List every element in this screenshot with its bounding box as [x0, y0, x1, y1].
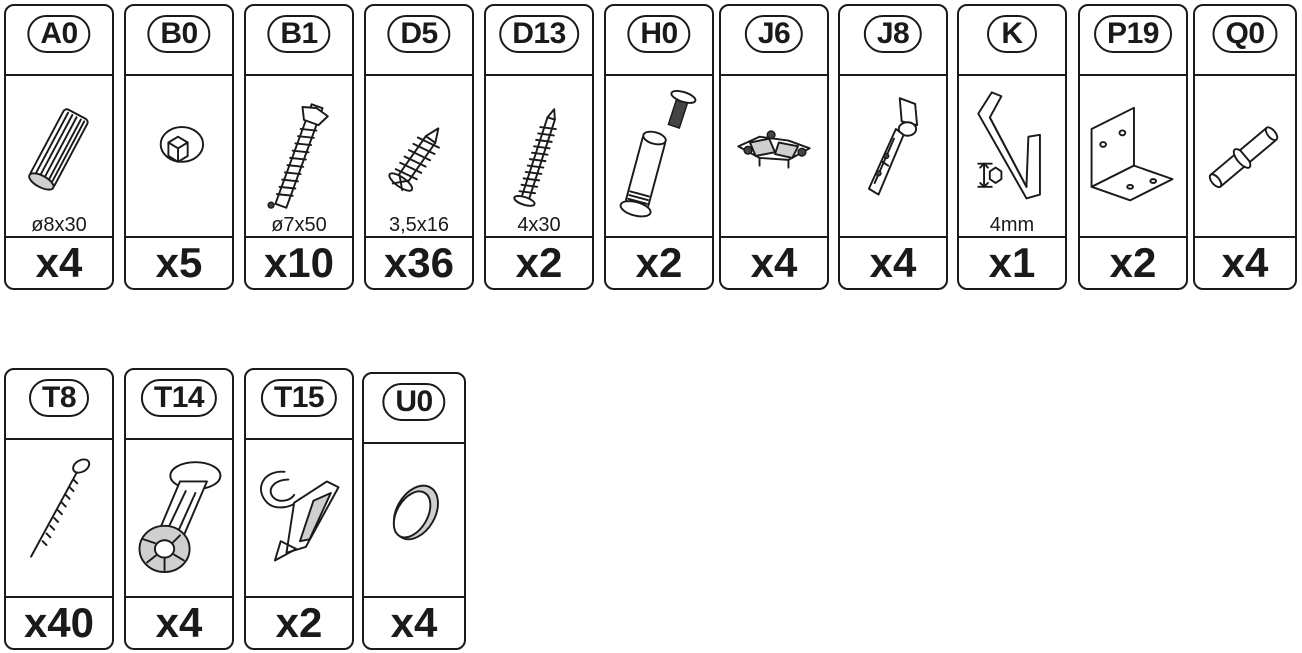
part-dimension: ø7x50 — [246, 214, 352, 236]
part-quantity: x5 — [126, 240, 232, 286]
barrel-nut-bolt-icon — [606, 76, 712, 236]
part-header: B0 — [126, 6, 232, 76]
part-header: J8 — [840, 6, 946, 76]
part-card-j6: J6 x4 — [719, 4, 829, 290]
long-screw-icon — [486, 76, 592, 236]
part-quantity: x10 — [246, 240, 352, 286]
part-code: K — [987, 15, 1037, 53]
part-header: H0 — [606, 6, 712, 76]
part-dimension: 4mm — [959, 214, 1065, 236]
part-footer: x1 — [959, 236, 1065, 288]
part-footer: x4 — [126, 596, 232, 648]
part-card-d5: D5 3,5x16 x36 — [364, 4, 474, 290]
part-dimension: ø8x30 — [6, 214, 112, 236]
part-card-b0: B0 x5 — [124, 4, 234, 290]
part-header: T15 — [246, 370, 352, 440]
part-card-t14: T14 x4 — [124, 368, 234, 650]
part-code: P19 — [1094, 15, 1172, 53]
part-quantity: x40 — [6, 600, 112, 646]
plinth-clip-icon — [246, 440, 352, 600]
part-footer: x2 — [246, 596, 352, 648]
part-footer: x2 — [1080, 236, 1186, 288]
part-card-u0: U0 x4 — [362, 372, 466, 650]
part-quantity: x4 — [721, 240, 827, 286]
part-card-q0: Q0 x4 — [1193, 4, 1297, 290]
part-quantity: x4 — [840, 240, 946, 286]
part-code: Q0 — [1212, 15, 1277, 53]
part-header: J6 — [721, 6, 827, 76]
part-code: U0 — [382, 383, 445, 421]
mounting-plate-icon — [721, 76, 827, 236]
part-code: J6 — [745, 15, 803, 53]
connector-screw-icon — [246, 76, 352, 236]
part-footer: x4 — [840, 236, 946, 288]
short-screw-icon — [366, 76, 472, 236]
part-footer: x36 — [366, 236, 472, 288]
part-code: T14 — [141, 379, 217, 417]
angle-bracket-icon — [1080, 76, 1186, 236]
part-footer: x40 — [6, 596, 112, 648]
part-quantity: x4 — [1195, 240, 1295, 286]
part-card-d13: D13 4x30 x2 — [484, 4, 594, 290]
part-header: D13 — [486, 6, 592, 76]
part-header: P19 — [1080, 6, 1186, 76]
part-card-h0: H0 x2 — [604, 4, 714, 290]
part-quantity: x4 — [126, 600, 232, 646]
part-code: D5 — [387, 15, 450, 53]
part-quantity: x4 — [364, 600, 464, 646]
part-quantity: x2 — [606, 240, 712, 286]
part-code: D13 — [499, 15, 579, 53]
part-quantity: x2 — [486, 240, 592, 286]
adjustable-foot-icon — [126, 440, 232, 600]
part-code: A0 — [27, 15, 90, 53]
part-footer: x4 — [721, 236, 827, 288]
part-quantity: x2 — [1080, 240, 1186, 286]
part-code: T8 — [29, 379, 89, 417]
part-code: H0 — [627, 15, 690, 53]
part-header: K — [959, 6, 1065, 76]
part-code: T15 — [261, 379, 337, 417]
part-header: T8 — [6, 370, 112, 440]
dowel-icon — [6, 76, 112, 236]
part-footer: x2 — [606, 236, 712, 288]
part-card-p19: P19 x2 — [1078, 4, 1188, 290]
part-footer: x10 — [246, 236, 352, 288]
shelf-pin-icon — [1195, 76, 1295, 236]
part-header: A0 — [6, 6, 112, 76]
part-quantity: x1 — [959, 240, 1065, 286]
part-header: Q0 — [1195, 6, 1295, 76]
part-code: B1 — [267, 15, 330, 53]
hinge-icon — [840, 76, 946, 236]
part-card-k: K 4mm x1 — [957, 4, 1067, 290]
part-card-t15: T15 x2 — [244, 368, 354, 650]
part-card-t8: T8 x40 — [4, 368, 114, 650]
part-footer: x4 — [6, 236, 112, 288]
part-quantity: x4 — [6, 240, 112, 286]
nail-icon — [6, 440, 112, 600]
part-quantity: x2 — [246, 600, 352, 646]
part-code: B0 — [147, 15, 210, 53]
part-dimension: 3,5x16 — [366, 214, 472, 236]
part-card-a0: A0 ø8x30 x4 — [4, 4, 114, 290]
part-header: T14 — [126, 370, 232, 440]
part-quantity: x36 — [366, 240, 472, 286]
part-dimension: 4x30 — [486, 214, 592, 236]
part-header: D5 — [366, 6, 472, 76]
part-footer: x5 — [126, 236, 232, 288]
part-footer: x2 — [486, 236, 592, 288]
part-header: B1 — [246, 6, 352, 76]
part-code: J8 — [864, 15, 922, 53]
hex-key-icon — [959, 76, 1065, 236]
part-header: U0 — [364, 374, 464, 444]
part-card-b1: B1 ø7x50 x10 — [244, 4, 354, 290]
part-footer: x4 — [364, 596, 464, 648]
part-card-j8: J8 x4 — [838, 4, 948, 290]
cover-cap-icon — [364, 444, 464, 604]
part-footer: x4 — [1195, 236, 1295, 288]
cam-bolt-icon — [126, 76, 232, 236]
